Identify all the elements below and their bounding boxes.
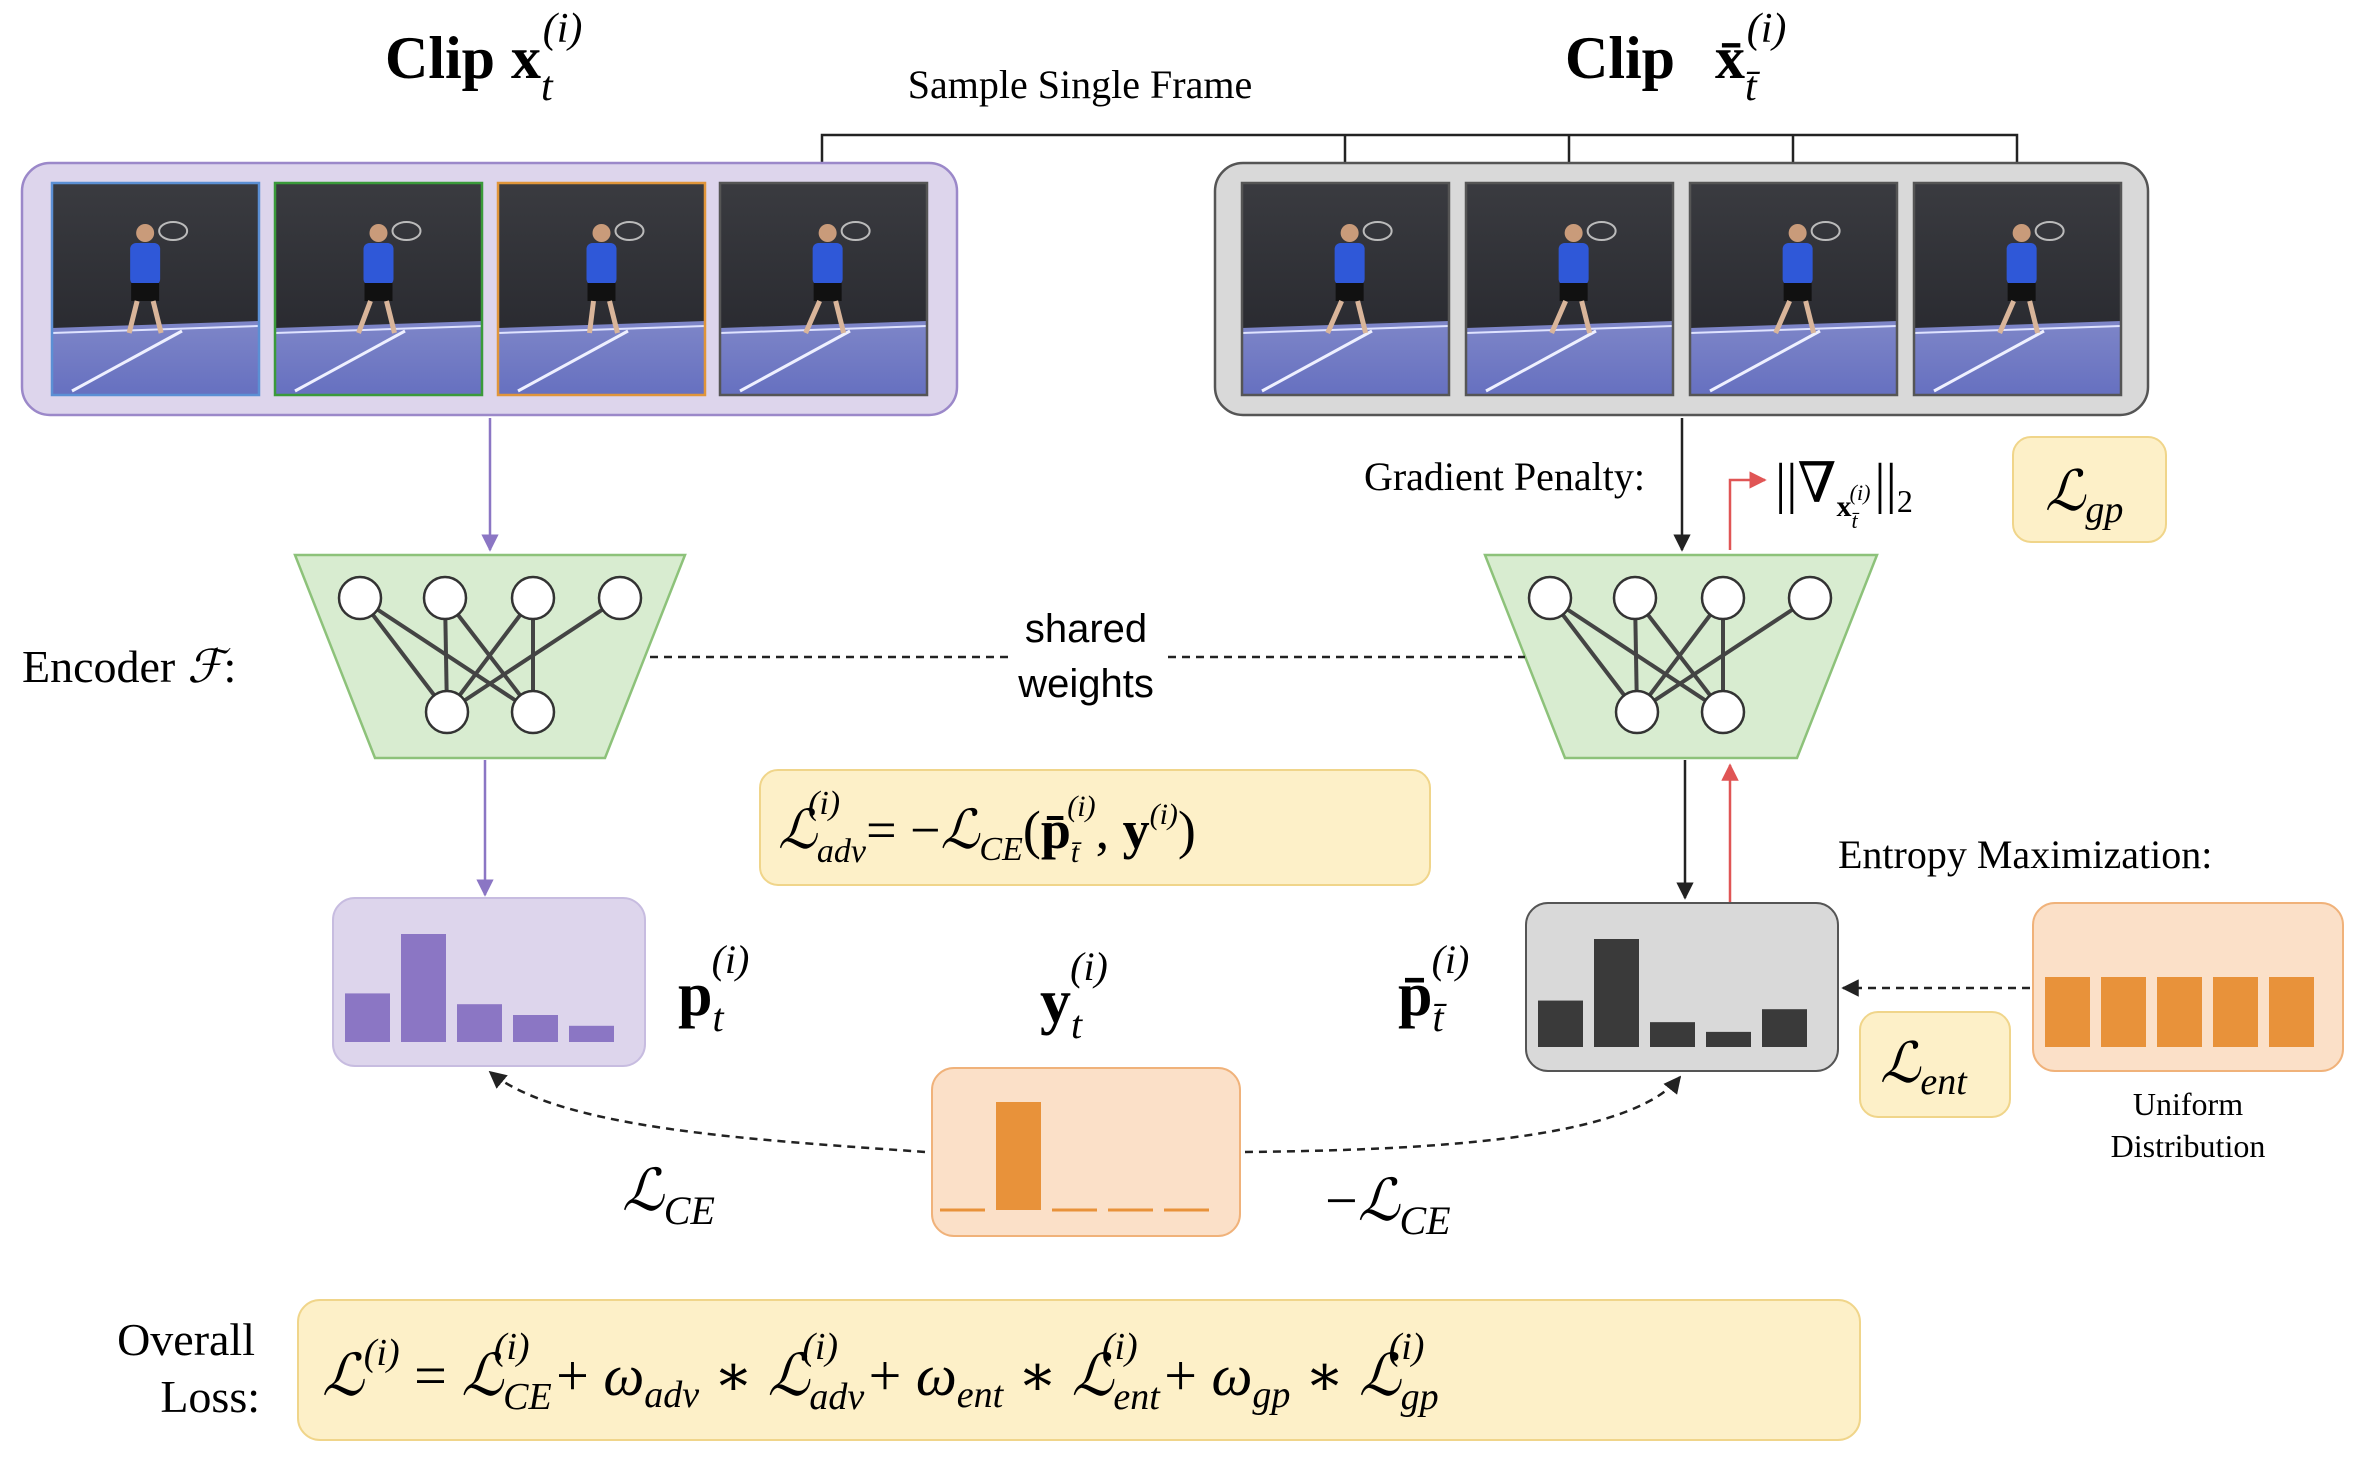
y-hist-bar-2 (996, 1102, 1041, 1210)
p-left-hist-bar-4 (513, 1015, 558, 1042)
overall-loss-equation: ℒ(i) = ℒCE(i) + ωadv ∗ ℒadv(i) + ωent ∗ … (322, 1326, 1439, 1418)
encoder-left-network (337, 575, 643, 735)
uniform-hist-bar-4 (2213, 977, 2258, 1047)
shared-weights-label-1: shared (1025, 607, 1147, 651)
player-head-icon (1340, 224, 1359, 242)
overall-loss-box (297, 1299, 1861, 1441)
y-label: yt(i) (1040, 944, 1108, 1047)
adv-loss-box (759, 769, 1431, 886)
player-head-icon (1564, 224, 1583, 242)
p-left-label: pt(i) (678, 937, 749, 1040)
uniform-hist-bar-5 (2269, 977, 2314, 1047)
video-frame-right-4 (1912, 181, 2123, 397)
neuron-node-5 (1614, 689, 1660, 735)
encoder-right-network (1527, 575, 1833, 735)
uniform-hist-bar-1 (2045, 977, 2090, 1047)
p-right-hist-bar-3 (1650, 1022, 1695, 1047)
loss-ent-box (1859, 1011, 2011, 1118)
p-left-hist-bar-1 (345, 993, 390, 1042)
racket-icon (840, 221, 871, 241)
loss-gp-box (2012, 436, 2167, 543)
uniform-label-1: Uniform (2133, 1086, 2243, 1122)
p-left-hist-bar-5 (569, 1025, 614, 1042)
neuron-node-5 (424, 689, 470, 735)
neuron-node-2 (422, 575, 468, 621)
entropy-maximization-label: Entropy Maximization: (1838, 832, 2212, 877)
neuron-node-3 (510, 575, 556, 621)
loss-ce-left-label: ℒCE (622, 1158, 715, 1233)
player-head-icon (136, 224, 155, 242)
loss-ent-label: ℒent (1880, 1033, 1968, 1103)
video-frame-left-4 (718, 181, 929, 397)
racket-icon (1586, 221, 1617, 241)
shared-weights-label-2: weights (1017, 662, 1154, 706)
racket-icon (1362, 221, 1393, 241)
video-frame-right-1 (1240, 181, 1451, 397)
neuron-node-6 (510, 689, 556, 735)
uniform-hist-bar-2 (2101, 977, 2146, 1047)
encoder-right (1483, 553, 1879, 760)
neuron-node-1 (1527, 575, 1573, 621)
p-right-hist-bar-5 (1762, 1009, 1807, 1047)
adv-loss-equation: ℒadv(i)= −ℒCE(p̄t̄(i), y(i)) (778, 785, 1196, 870)
gradient-penalty-label: Gradient Penalty: (1364, 454, 1645, 499)
arrow-ce-left (488, 1070, 926, 1154)
player-head-icon (1788, 224, 1807, 242)
histograms (345, 934, 2314, 1212)
racket-icon (2034, 221, 2065, 241)
encoder-left (293, 553, 687, 760)
player-head-icon (369, 224, 388, 242)
neuron-node-6 (1700, 689, 1746, 735)
video-frame-left-1 (50, 181, 261, 397)
racket-icon (158, 221, 189, 241)
sample-single-frame-label: Sample Single Frame (908, 62, 1252, 107)
p-left-hist-bar-2 (401, 934, 446, 1042)
racket-icon (614, 221, 645, 241)
racket-icon (1810, 221, 1841, 241)
p-left-hist-bar-3 (457, 1004, 502, 1042)
p-right-hist-bar-1 (1538, 1000, 1583, 1047)
arrow-ce-right (1244, 1075, 1682, 1154)
uniform-label-2: Distribution (2111, 1128, 2266, 1164)
gradient-norm-expression: ||∇xt̄(i)||2 (1775, 453, 1913, 533)
player-head-icon (2012, 224, 2031, 242)
uniform-hist-bar-3 (2157, 977, 2202, 1047)
neuron-node-1 (337, 575, 383, 621)
overall-label-1: Overall (117, 1314, 255, 1365)
loss-gp-label: ℒgp (2045, 461, 2123, 531)
p-right-hist-bar-2 (1594, 939, 1639, 1047)
video-frames (50, 181, 2123, 397)
arrow-gradient-penalty (1728, 471, 1767, 550)
video-frame-left-2 (273, 181, 484, 397)
video-frame-left-3 (496, 181, 707, 397)
racket-icon (391, 221, 422, 241)
neuron-node-4 (1787, 575, 1833, 621)
player-head-icon (818, 224, 837, 242)
p-right-hist-bar-4 (1706, 1031, 1751, 1047)
video-frame-right-2 (1464, 181, 1675, 397)
loss-ce-right-label: −ℒCE (1325, 1168, 1451, 1243)
neuron-node-2 (1612, 575, 1658, 621)
neuron-node-3 (1700, 575, 1746, 621)
p-right-label: p̄t̄(i) (1398, 937, 1469, 1040)
video-frame-right-3 (1688, 181, 1899, 397)
neuron-node-4 (597, 575, 643, 621)
overall-label-2: Loss: (160, 1371, 260, 1422)
player-head-icon (592, 224, 611, 242)
